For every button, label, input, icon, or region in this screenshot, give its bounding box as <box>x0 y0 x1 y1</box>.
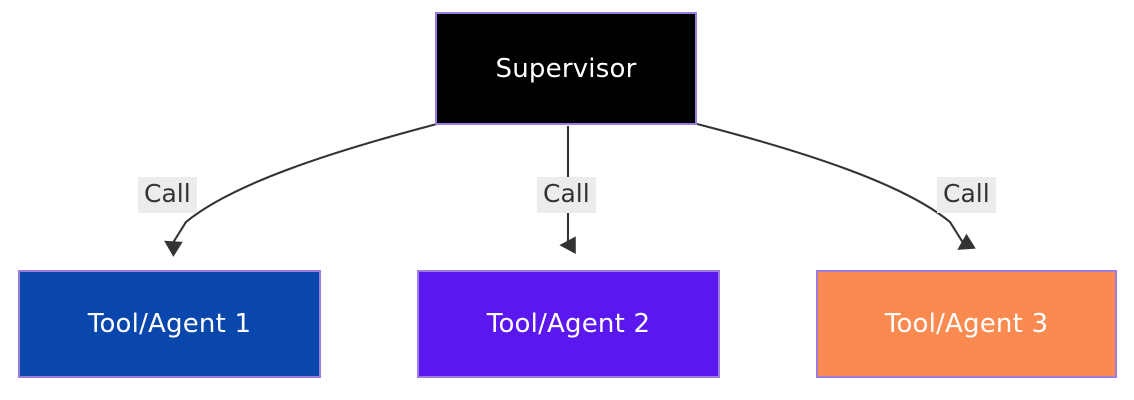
edge-label-call-1: Call <box>138 177 197 213</box>
node-supervisor-label: Supervisor <box>495 53 637 84</box>
node-supervisor[interactable]: Supervisor <box>435 12 697 125</box>
node-tool-agent-3[interactable]: Tool/Agent 3 <box>816 270 1117 378</box>
edge-supervisor-to-tool-agent-3 <box>696 122 976 250</box>
edge-label-call-2: Call <box>537 177 596 213</box>
node-tool-agent-1[interactable]: Tool/Agent 1 <box>18 270 321 378</box>
edge-label-call-3: Call <box>937 177 996 213</box>
node-tool-agent-2-label: Tool/Agent 2 <box>486 309 651 339</box>
node-tool-agent-2[interactable]: Tool/Agent 2 <box>417 270 720 378</box>
node-tool-agent-1-label: Tool/Agent 1 <box>87 309 252 339</box>
edge-supervisor-to-tool-agent-1 <box>164 122 438 257</box>
node-tool-agent-3-label: Tool/Agent 3 <box>884 309 1049 339</box>
